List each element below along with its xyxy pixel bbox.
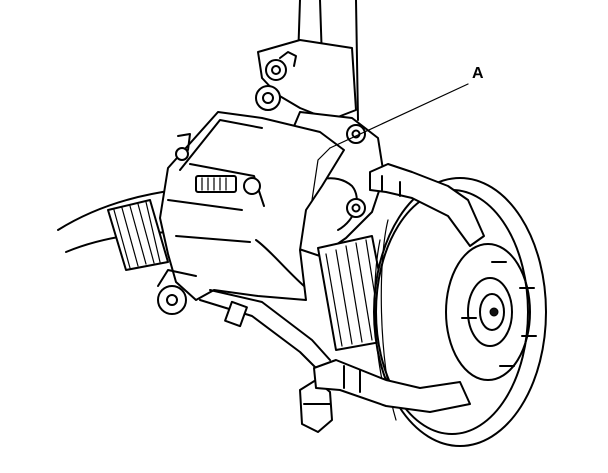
caliper-bracket — [313, 163, 485, 413]
wheel-studs — [461, 261, 537, 367]
brake-caliper — [159, 111, 345, 301]
strut-bracket — [255, 39, 357, 121]
callout-a-leader — [311, 83, 469, 201]
cv-boot-left — [107, 199, 169, 271]
callout-label-a: A — [472, 65, 484, 82]
wheel-hub — [467, 277, 513, 347]
brake-rotor — [373, 177, 547, 447]
tie-rod — [199, 289, 331, 373]
caliper-mount-bolt — [157, 269, 197, 315]
